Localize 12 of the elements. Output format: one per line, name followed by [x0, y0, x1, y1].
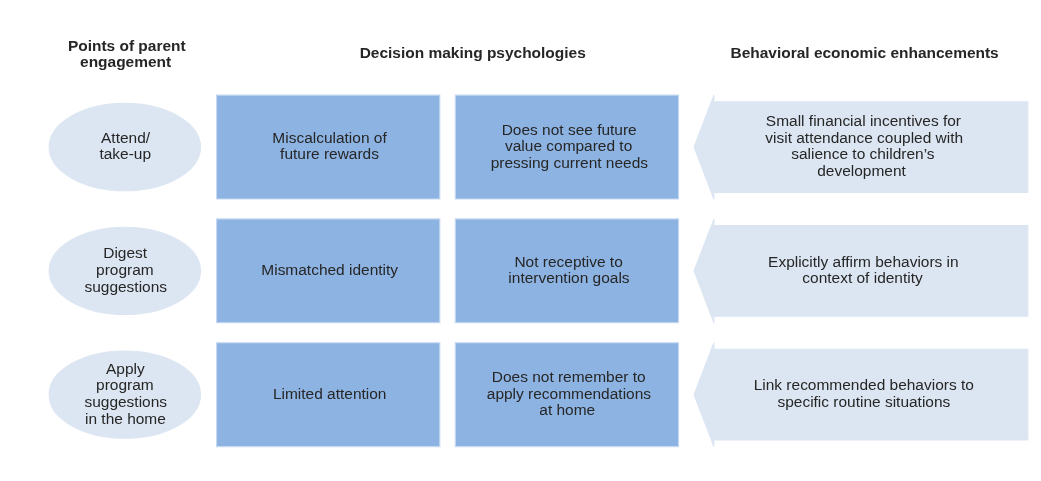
- node-ellipse: Attend/ take-up: [48, 102, 202, 191]
- node-box: Limited attention: [216, 341, 441, 447]
- label: Behavioral economic enhancements: [730, 43, 999, 61]
- node-box: Not receptive to intervention goals: [454, 217, 680, 323]
- label: Decision making psychologies: [359, 43, 586, 61]
- node-ellipse: Digest program suggestions: [48, 226, 202, 315]
- node-box: Miscalculation of future rewards: [216, 94, 441, 200]
- node-box: Does not see future value compared to pressing current needs: [454, 94, 680, 200]
- node-box: Mismatched identity: [216, 217, 441, 323]
- node-box: Does not remember to apply recommendations at home: [454, 341, 680, 447]
- node-ellipse: Apply program suggestions in the home: [48, 349, 202, 439]
- label: Points of parent engagement: [67, 36, 186, 70]
